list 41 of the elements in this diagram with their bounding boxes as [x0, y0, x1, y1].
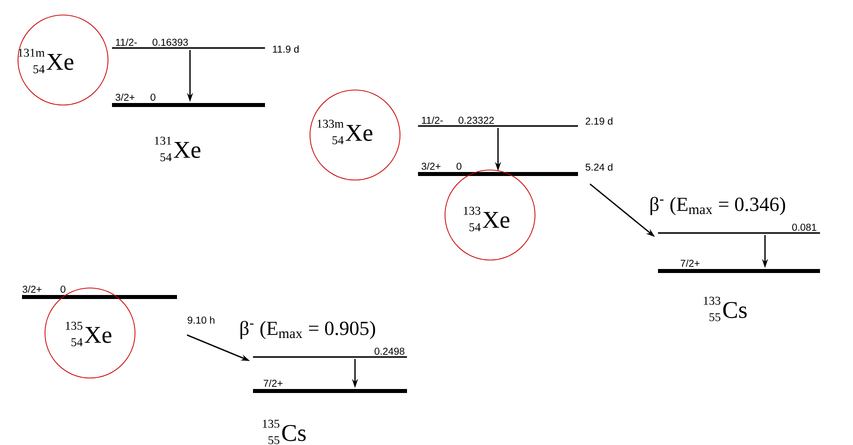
element-symbol: Xe: [46, 54, 74, 70]
level-label: 0: [150, 94, 156, 101]
mass-number: 133: [704, 296, 720, 305]
atomic-number: 54: [72, 338, 83, 346]
edge-label: β$^{-}$ (E$_{max}$ = 0.905): [238, 320, 377, 340]
level-label: 0.23322: [458, 116, 494, 124]
atomic-number: 55: [268, 436, 280, 444]
atomic-number: 54: [332, 136, 344, 144]
element-symbol: Cs: [723, 302, 747, 318]
element-symbol: Xe: [482, 212, 510, 228]
mass-number: 133m: [318, 120, 344, 128]
atomic-number: 54: [160, 153, 172, 162]
atomic-number: 55: [710, 313, 720, 322]
mass-number: 135: [66, 322, 82, 330]
level-label: 7/2+: [680, 259, 700, 267]
mass-number: 135: [262, 420, 280, 428]
level-label: 11/2-: [116, 38, 137, 46]
element-symbol: Xe: [84, 327, 112, 343]
level-label: 0: [60, 286, 66, 293]
element-symbol: Cs: [282, 424, 306, 442]
level-label: 3/2+: [116, 93, 134, 101]
level-label: 7/2+: [264, 379, 282, 387]
half-life: 5.24 d: [586, 163, 612, 171]
level-label: 0.081: [792, 224, 816, 231]
level-label: 0.16393: [152, 38, 188, 46]
half-life: 11.9 d: [272, 45, 299, 53]
half-life: 9.10 h: [188, 316, 214, 324]
element-symbol: Xe: [174, 142, 200, 158]
atomic-number: 54: [470, 223, 481, 232]
half-life: 2.19 d: [586, 117, 612, 125]
level-label: 11/2-: [422, 116, 443, 124]
level-label: 0.2498: [374, 348, 404, 355]
mass-number: 131: [154, 136, 172, 145]
mass-number: 131m: [18, 48, 45, 57]
level-label: 0: [456, 162, 462, 170]
level-label: 3/2+: [22, 285, 42, 293]
atomic-number: 54: [34, 65, 45, 74]
element-symbol: Xe: [346, 125, 372, 141]
mass-number: 133: [464, 206, 480, 215]
level-label: 3/2+: [422, 162, 440, 170]
edge-label: β$^{-}$ (E$_{max}$ = 0.346): [648, 196, 787, 216]
